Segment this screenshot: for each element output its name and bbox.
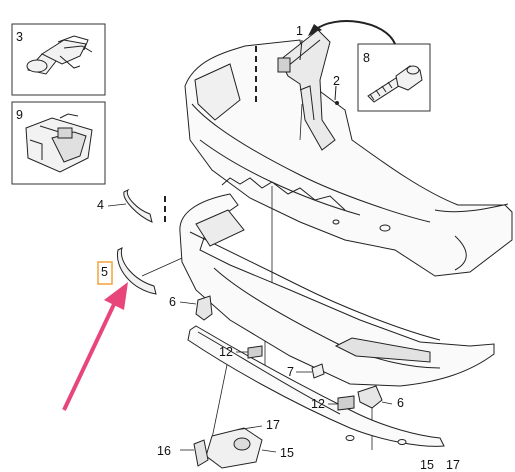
callout-box-3 bbox=[11, 23, 106, 96]
callout-box-9 bbox=[11, 101, 106, 185]
lower-bumper bbox=[179, 193, 495, 387]
arrow-head bbox=[308, 24, 322, 36]
part-label-15b: 15 bbox=[420, 458, 434, 472]
part-label-6b: 6 bbox=[397, 396, 404, 410]
part-label-15a: 15 bbox=[280, 446, 294, 460]
label-5-highlight bbox=[97, 261, 113, 285]
guide-lines bbox=[164, 46, 257, 222]
bracket-part-6b bbox=[357, 385, 383, 409]
upper-bumper bbox=[184, 39, 513, 277]
nut-icon bbox=[25, 113, 93, 173]
trim-part-4 bbox=[123, 188, 153, 223]
pad-part-12b bbox=[337, 395, 355, 411]
pad-part-12a bbox=[247, 345, 263, 359]
part-label-2: 2 bbox=[333, 74, 340, 88]
part-label-12b: 12 bbox=[311, 397, 325, 411]
bracket-part-1 bbox=[277, 29, 336, 151]
part-label-6a: 6 bbox=[169, 295, 176, 309]
clip-part-7 bbox=[311, 363, 325, 379]
box-label-8: 8 bbox=[363, 51, 370, 65]
bracket-part-6a bbox=[195, 295, 213, 321]
bottom-strip bbox=[187, 325, 445, 447]
part-label-16: 16 bbox=[157, 444, 171, 458]
curved-arrow bbox=[314, 20, 396, 45]
clip-icon bbox=[26, 35, 93, 75]
part-label-7: 7 bbox=[287, 365, 294, 379]
part-label-5: 5 bbox=[101, 265, 108, 279]
part-label-1: 1 bbox=[296, 24, 303, 38]
box-label-3: 3 bbox=[16, 30, 23, 44]
arrow-pointer-icon bbox=[62, 282, 128, 411]
callout-box-8 bbox=[357, 43, 431, 112]
sensor-module bbox=[193, 427, 263, 469]
part-label-17b: 17 bbox=[446, 458, 460, 472]
bolt-icon bbox=[367, 65, 423, 103]
part-label-17a: 17 bbox=[266, 418, 280, 432]
trim-part-5 bbox=[116, 247, 157, 295]
part-label-12a: 12 bbox=[219, 345, 233, 359]
part-label-4: 4 bbox=[97, 198, 104, 212]
box-label-9: 9 bbox=[16, 108, 23, 122]
